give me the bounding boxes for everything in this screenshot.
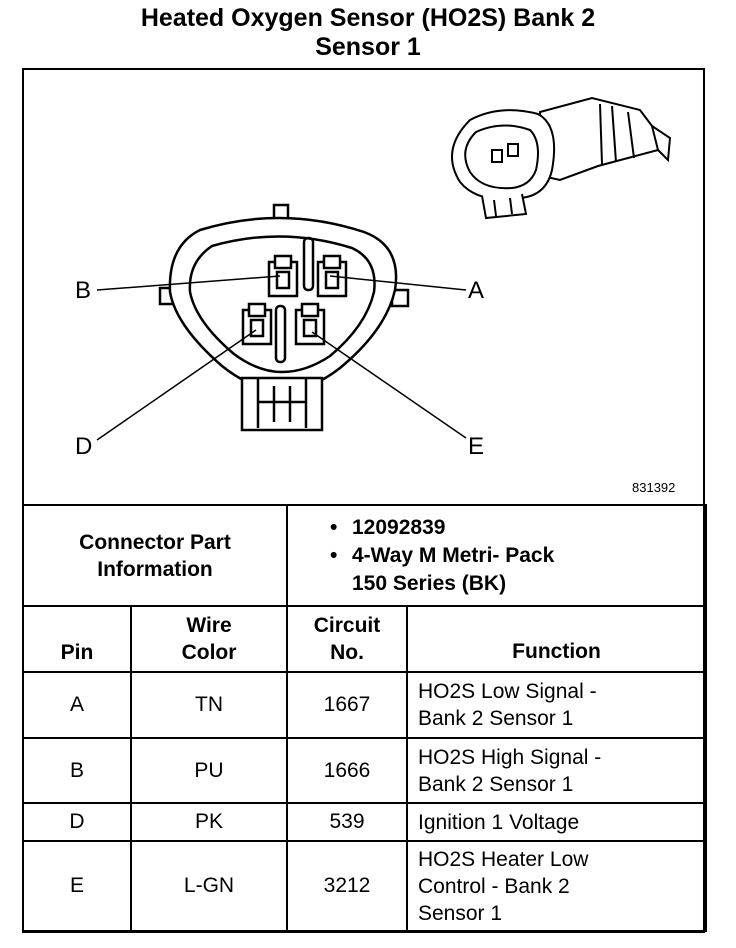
header-function: Function — [406, 605, 707, 673]
header-pin: Pin — [22, 605, 132, 673]
connector-part-info-details: • 12092839 • 4-Way M Metri- Pack 150 Ser… — [286, 504, 707, 607]
connector-part-info-row: Connector Part Information • 12092839 • … — [22, 504, 707, 607]
pin-label-d: D — [75, 433, 92, 460]
function-cell: HO2S Heater Low Control - Bank 2 Sensor … — [406, 840, 707, 932]
leader-line-d — [96, 329, 257, 441]
pin-label-e: E — [468, 433, 484, 460]
table-row: A TN 1667 HO2S Low Signal - Bank 2 Senso… — [22, 671, 707, 739]
connector-part-info-label: Connector Part Information — [22, 504, 288, 607]
wire-color-cell: PU — [130, 737, 288, 804]
connector-diagram: B A D E — [75, 96, 672, 460]
table-row: B PU 1666 HO2S High Signal - Bank 2 Sens… — [22, 737, 707, 804]
wire-color-cell: L-GN — [130, 840, 288, 932]
leader-lines — [96, 275, 467, 441]
part-number: 12092839 — [352, 515, 446, 539]
connector-type-line-1: 4-Way M Metri- Pack — [352, 543, 555, 567]
wire-color-cell: TN — [130, 671, 288, 739]
function-cell: Ignition 1 Voltage — [406, 802, 707, 842]
pin-cell: B — [22, 737, 132, 804]
pin-label-a: A — [468, 277, 484, 304]
pin-label-b: B — [75, 277, 91, 304]
bullet-2: • — [330, 543, 338, 567]
part-number-item: • 12092839 — [330, 514, 705, 542]
leader-line-a — [329, 275, 467, 291]
page-title: Heated Oxygen Sensor (HO2S) Bank 2 Senso… — [0, 4, 736, 62]
function-cell: HO2S High Signal - Bank 2 Sensor 1 — [406, 737, 707, 804]
connector-type-item: • 4-Way M Metri- Pack — [330, 542, 705, 570]
connector-pinout-table: Connector Part Information • 12092839 • … — [22, 504, 707, 932]
table-header-row: Pin Wire Color Circuit No. Function — [22, 605, 707, 673]
circuit-cell: 3212 — [286, 840, 408, 932]
diagram-frame — [22, 68, 705, 933]
connector-face-drawing — [158, 203, 410, 432]
circuit-cell: 1666 — [286, 737, 408, 804]
figure-number: 831392 — [632, 480, 676, 495]
title-line-1: Heated Oxygen Sensor (HO2S) Bank 2 — [140, 4, 596, 32]
pin-cell: E — [22, 840, 132, 932]
connector-part-label-line-1: Connector Part — [79, 530, 231, 554]
connector-type-line-2: 150 Series (BK) — [352, 571, 507, 595]
pin-cell: D — [22, 802, 132, 842]
circuit-cell: 539 — [286, 802, 408, 842]
connector-part-label-line-2: Information — [97, 557, 213, 581]
leader-line-e — [311, 331, 467, 439]
table-row: E L-GN 3212 HO2S Heater Low Control - Ba… — [22, 840, 707, 932]
table-row: D PK 539 Ignition 1 Voltage — [22, 802, 707, 842]
circuit-cell: 1667 — [286, 671, 408, 739]
header-wire-color: Wire Color — [130, 605, 288, 673]
function-cell: HO2S Low Signal - Bank 2 Sensor 1 — [406, 671, 707, 739]
header-circuit-no: Circuit No. — [286, 605, 408, 673]
connector-perspective-drawing — [451, 96, 672, 220]
leader-line-b — [96, 275, 281, 291]
title-line-2: Sensor 1 — [315, 33, 421, 61]
connector-type-item-cont: 150 Series (BK) — [330, 570, 705, 598]
pin-cell: A — [22, 671, 132, 739]
wire-color-cell: PK — [130, 802, 288, 842]
bullet-1: • — [330, 515, 338, 539]
